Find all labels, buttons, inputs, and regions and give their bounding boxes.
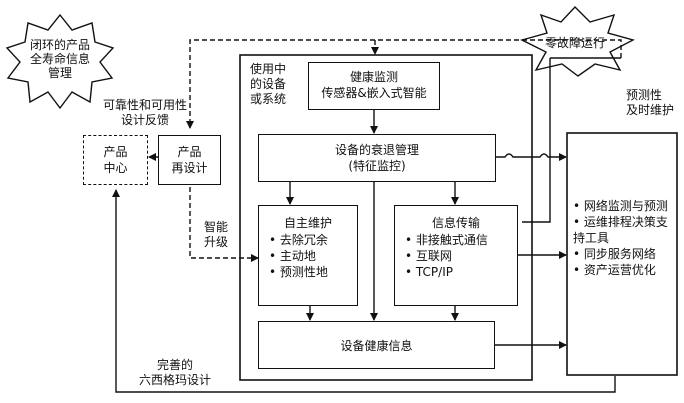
burst-left-line3: 管理 xyxy=(47,66,72,80)
list-item: 网络监测与预测 xyxy=(573,198,675,214)
product-center-line1: 产品 xyxy=(103,145,128,159)
predictive-line2: 及时维护 xyxy=(626,103,675,117)
list-item: 预测性地 xyxy=(269,264,328,280)
in-use-line3: 或系统 xyxy=(250,92,287,106)
degradation-line1: 设备的衰退管理 xyxy=(334,143,419,157)
info-transfer-list: 非接触式通信 互联网 TCP/IP xyxy=(405,232,488,280)
feedback-label: 可靠性和可用性 设计反馈 xyxy=(90,98,200,128)
right-panel-list: 网络监测与预测 运维排程决策支持工具 同步服务网络 资产运营优化 xyxy=(573,198,675,278)
health-info-label: 设备健康信息 xyxy=(340,339,413,353)
burst-left-line1: 闭环的产品 xyxy=(29,38,90,52)
list-item: 互联网 xyxy=(405,248,488,264)
in-use-label: 使用中 的设备 或系统 xyxy=(250,62,286,107)
info-transfer-title: 信息传输 xyxy=(431,216,480,230)
health-monitor-line1: 健康监测 xyxy=(349,70,398,84)
in-use-line1: 使用中 xyxy=(250,62,287,76)
list-item: 主动地 xyxy=(269,248,328,264)
system-outer-box xyxy=(239,54,533,381)
upgrade-line2: 升级 xyxy=(203,235,228,249)
starburst-left-text: 闭环的产品 全寿命信息 管理 xyxy=(20,38,100,80)
redesign-line2: 再设计 xyxy=(171,161,208,175)
six-sigma-line2: 六西格玛设计 xyxy=(138,373,211,387)
health-monitoring-box: 健康监测 传感器&嵌入式智能 xyxy=(308,62,440,110)
autonomous-maintenance-box: 自主维护 去除冗余 主动地 预测性地 xyxy=(258,205,358,306)
health-monitor-line2: 传感器&嵌入式智能 xyxy=(321,86,427,100)
starburst-left xyxy=(5,13,115,110)
product-center-box: 产品 中心 xyxy=(83,135,148,185)
list-item: 同步服务网络 xyxy=(573,246,675,262)
redesign-line1: 产品 xyxy=(177,145,202,159)
list-item: 资产运营优化 xyxy=(573,262,675,278)
dashed-upgrade xyxy=(189,187,259,262)
burst-left-line2: 全寿命信息 xyxy=(29,52,90,66)
feedback-line1: 可靠性和可用性 xyxy=(102,98,187,112)
in-use-line2: 的设备 xyxy=(250,77,287,91)
list-item: TCP/IP xyxy=(405,264,488,280)
autonomous-list: 去除冗余 主动地 预测性地 xyxy=(269,232,328,280)
degradation-line2: (特征监控) xyxy=(348,159,406,173)
feedback-line2: 设计反馈 xyxy=(120,113,169,127)
list-item: 运维排程决策支持工具 xyxy=(573,214,675,246)
six-sigma-line1: 完善的 xyxy=(156,358,193,372)
list-item: 非接触式通信 xyxy=(405,232,488,248)
right-panel-box xyxy=(566,132,678,376)
six-sigma-label: 完善的 六西格玛设计 xyxy=(125,358,225,388)
burst-right-label: 零故障运行 xyxy=(544,36,605,50)
predictive-label: 预测性 及时维护 xyxy=(626,88,674,118)
product-center-line2: 中心 xyxy=(103,161,128,175)
info-transfer-box: 信息传输 非接触式通信 互联网 TCP/IP xyxy=(394,205,518,306)
upgrade-label: 智能 升级 xyxy=(196,220,236,250)
starburst-right xyxy=(520,5,635,77)
autonomous-title: 自主维护 xyxy=(283,216,332,230)
list-item: 去除冗余 xyxy=(269,232,328,248)
degradation-management-box: 设备的衰退管理 (特征监控) xyxy=(258,134,496,182)
predictive-line1: 预测性 xyxy=(626,88,663,102)
product-redesign-box: 产品 再设计 xyxy=(158,135,221,185)
health-info-box: 设备健康信息 xyxy=(258,321,495,369)
upgrade-line1: 智能 xyxy=(203,220,228,234)
dashed-top-loop xyxy=(186,39,622,129)
starburst-right-text: 零故障运行 xyxy=(535,36,615,51)
